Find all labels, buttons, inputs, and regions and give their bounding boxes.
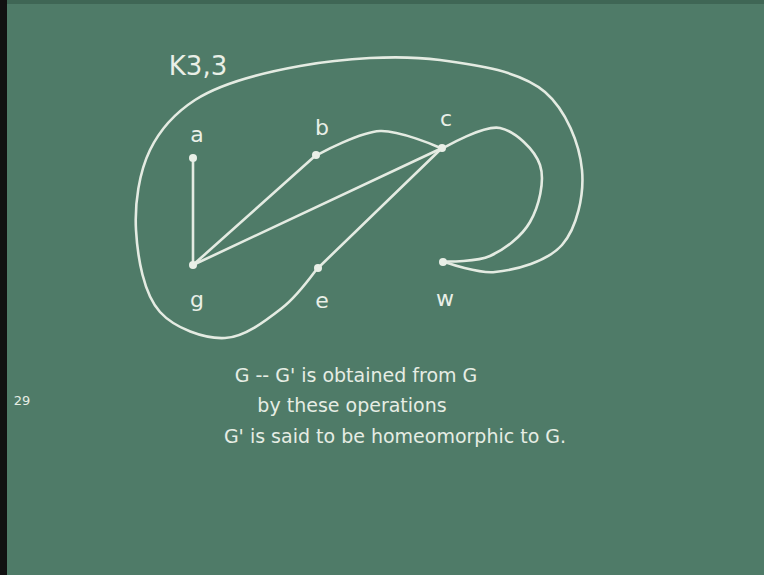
graph-edge — [321, 151, 439, 265]
graph-vertex: b — [312, 151, 320, 159]
graph-title: K3,3 — [169, 51, 227, 81]
graph-edge — [197, 150, 439, 264]
board-note: by these operations — [257, 394, 446, 416]
graph-edge — [196, 158, 313, 263]
board-note: G -- G' is obtained from G — [235, 364, 478, 386]
board-note: G' is said to be homeomorphic to G. — [224, 425, 566, 447]
board-frame — [0, 0, 7, 575]
vertex-label: e — [315, 288, 329, 313]
graph-vertex: c — [438, 144, 446, 152]
graph-vertex: e — [314, 264, 322, 272]
vertex-label: w — [436, 286, 454, 311]
vertex-label: c — [440, 106, 452, 131]
vertex-label: g — [190, 287, 204, 312]
vertex-label: a — [190, 122, 203, 147]
graph-edge — [192, 162, 195, 261]
graph-edge — [136, 57, 583, 338]
graph-vertex: w — [439, 258, 447, 266]
board-note: 29 — [14, 393, 31, 408]
vertex-label: b — [315, 115, 329, 140]
graph-edge — [446, 128, 542, 262]
board-frame — [7, 0, 764, 4]
graph-vertex: g — [189, 261, 197, 269]
graph-edge — [320, 131, 438, 154]
graph-vertex: a — [189, 154, 197, 162]
